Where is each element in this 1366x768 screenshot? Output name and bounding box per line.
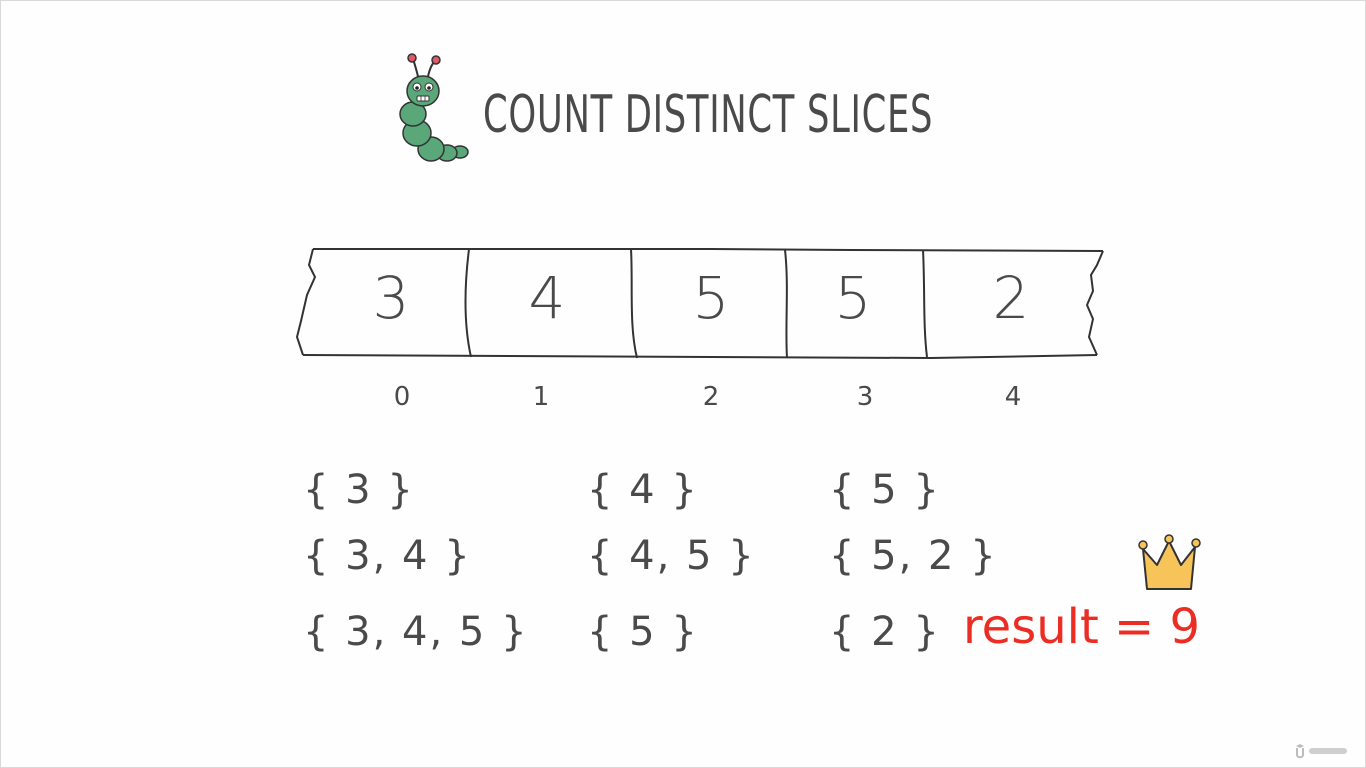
array-cell-4: 2 xyxy=(992,264,1030,332)
array-cell-3: 5 xyxy=(834,264,872,332)
slice-item: { 3, 4 } xyxy=(303,533,472,579)
array-index-1: 1 xyxy=(532,382,550,412)
slice-item: { 3, 4, 5 } xyxy=(303,609,529,655)
array-cell-1: 4 xyxy=(528,264,566,332)
slice-item: { 3 } xyxy=(303,467,415,513)
page-title: COUNT DISTINCT SLICES xyxy=(483,85,934,145)
array-cell-0: 3 xyxy=(372,264,410,332)
slice-item: { 4 } xyxy=(587,467,699,513)
array-tape xyxy=(295,248,1104,360)
slice-item: { 4, 5 } xyxy=(587,533,756,579)
caterpillar-icon xyxy=(399,53,469,162)
crown-icon xyxy=(1138,534,1201,590)
slice-item: { 2 } xyxy=(829,609,941,655)
slice-item: { 5 } xyxy=(587,609,699,655)
array-index-2: 2 xyxy=(702,382,720,412)
slice-item: { 5 } xyxy=(829,467,941,513)
array-index-4: 4 xyxy=(1004,382,1022,412)
array-cell-2: 5 xyxy=(692,264,730,332)
udemy-logo xyxy=(1296,744,1347,759)
slice-item: { 5, 2 } xyxy=(829,533,998,579)
array-index-0: 0 xyxy=(393,382,411,412)
result-label: result = 9 xyxy=(963,599,1201,655)
array-index-3: 3 xyxy=(856,382,874,412)
